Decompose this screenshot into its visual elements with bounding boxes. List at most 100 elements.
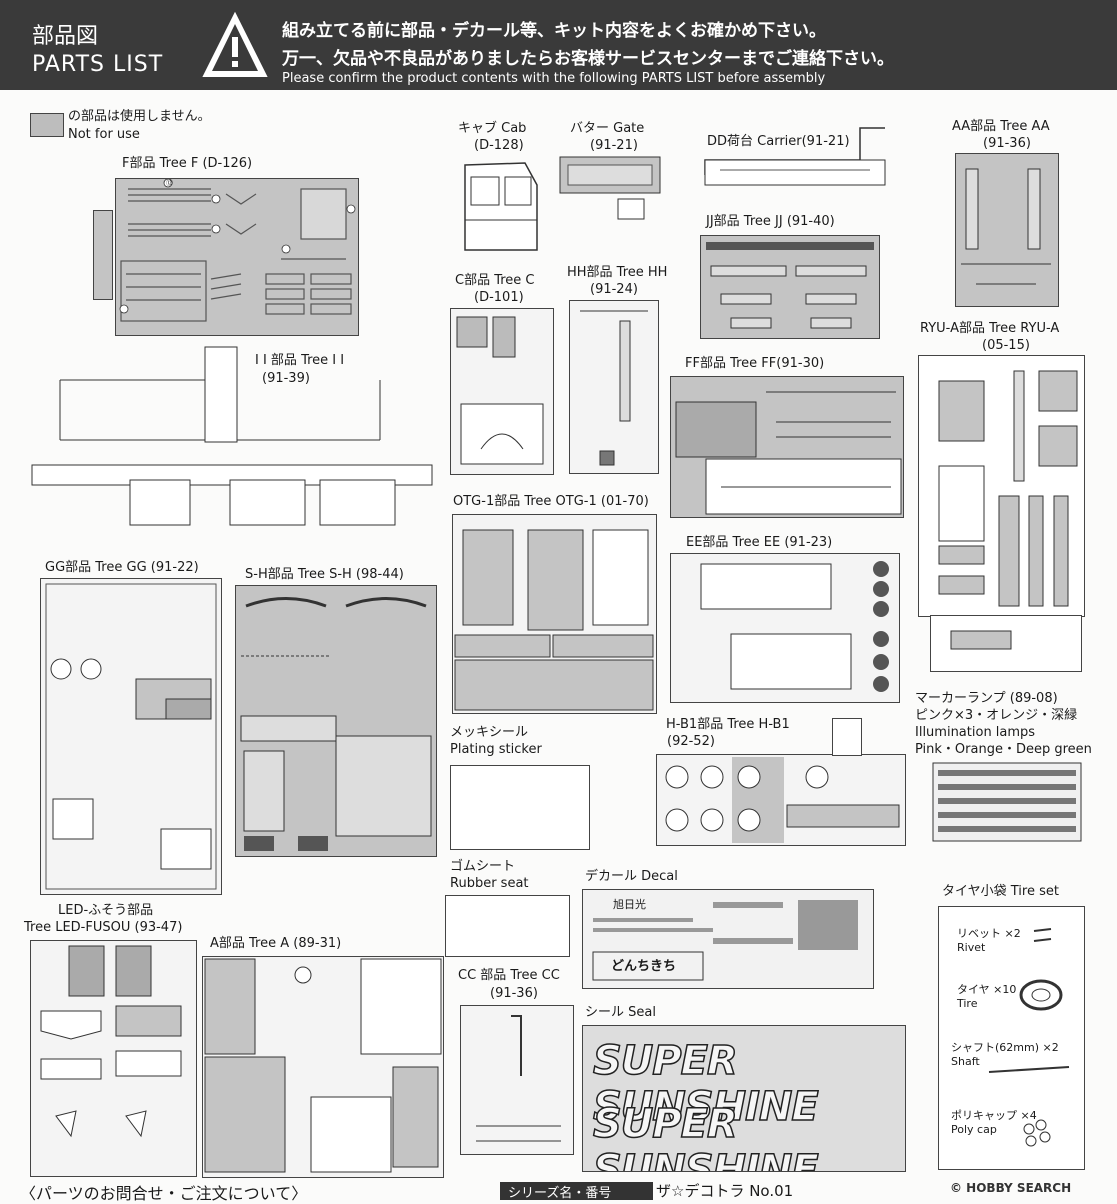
tree-ryua-lower-parts xyxy=(950,630,1012,650)
tree-a xyxy=(202,956,444,1178)
gate-part xyxy=(559,156,661,220)
tree-ff xyxy=(670,376,904,518)
shaft-label-en: Shaft xyxy=(951,1055,980,1068)
label-tree-hh-1: HH部品 Tree HH xyxy=(567,265,668,280)
label-tree-ii-2: (91-39) xyxy=(262,371,310,386)
label-tireset: タイヤ小袋 Tire set xyxy=(942,884,1059,899)
title-en: PARTS LIST xyxy=(32,52,164,77)
unused-swatch xyxy=(30,113,64,137)
label-tree-c-1: C部品 Tree C xyxy=(455,273,535,288)
inquiry-heading: 〈パーツのお問合せ・ご注文について〉 xyxy=(20,1184,308,1203)
tree-ryua-parts xyxy=(938,370,1078,607)
rubber-seat xyxy=(445,895,570,957)
label-decal: デカール Decal xyxy=(585,869,678,884)
tree-ee-parts xyxy=(700,561,889,692)
label-tree-aa-2: (91-36) xyxy=(983,136,1031,151)
label-cab-2: (D-128) xyxy=(474,138,524,153)
decal-sheet: 旭日光 どんちきち xyxy=(582,889,874,989)
label-tree-jj: JJ部品 Tree JJ (91-40) xyxy=(706,214,835,229)
plating-sticker xyxy=(450,765,590,850)
label-cab-1: キャブ Cab xyxy=(458,121,527,136)
seal-sheet: SUPER SUNSHINE SUPER SUNSHINE xyxy=(582,1025,906,1172)
tree-f-runner xyxy=(93,210,113,300)
seal-text-1: SUPER SUNSHINE xyxy=(592,1037,819,1131)
label-tree-a: A部品 Tree A (89-31) xyxy=(210,936,342,951)
tree-a-parts xyxy=(204,958,442,1173)
decal-graphics xyxy=(592,900,858,981)
footer: 〈パーツのお問合せ・ご注文について〉 シリーズ名・番号 ザ☆デコトラ No.01 xyxy=(0,1178,1117,1203)
legend-en: Not for use xyxy=(68,127,140,142)
tree-ryua-lower xyxy=(930,615,1082,672)
label-marker-1: マーカーランプ (89-08) xyxy=(915,691,1058,706)
label-marker-2: ピンク×3・オレンジ・深緑 xyxy=(915,708,1078,723)
label-marker-4: Pink・Orange・Deep green xyxy=(915,742,1092,757)
label-rubber-2: Rubber seat xyxy=(450,876,529,891)
label-tree-ryua-1: RYU-A部品 Tree RYU-A xyxy=(920,321,1060,336)
tree-hb1 xyxy=(656,754,906,846)
label-seal: シール Seal xyxy=(585,1005,656,1020)
tree-ryua xyxy=(918,355,1085,617)
tree-sh xyxy=(235,585,437,857)
svg-text:⑫: ⑫ xyxy=(166,179,173,187)
label-tree-ee: EE部品 Tree EE (91-23) xyxy=(686,535,833,550)
label-plating-2: Plating sticker xyxy=(450,742,542,757)
watermark: © HOBBY SEARCH xyxy=(950,1181,1072,1195)
label-tree-otg: OTG-1部品 Tree OTG-1 (01-70) xyxy=(453,494,649,509)
label-tree-ff: FF部品 Tree FF(91-30) xyxy=(685,356,825,371)
tree-hh xyxy=(569,300,659,474)
tree-jj xyxy=(700,235,880,339)
tire-set-box: リベット ×2 Rivet タイヤ ×10 Tire シャフト(62mm) ×2… xyxy=(938,906,1085,1170)
illumination-lamps xyxy=(932,762,1082,842)
tree-f-parts: ⑫ xyxy=(119,178,356,322)
label-tree-hb1-2: (92-52) xyxy=(667,734,715,749)
warning-line-1: 組み立てる前に部品・デカール等、キット内容をよくお確かめ下さい。 xyxy=(282,21,826,41)
warning-line-2: 万一、欠品や不良品がありましたらお客様サービスセンターまでご連絡下さい。 xyxy=(282,49,894,69)
tree-jj-parts xyxy=(706,242,874,329)
decal-text-1: 旭日光 xyxy=(613,898,646,911)
carrier-part xyxy=(704,127,886,186)
label-gate-1: バター Gate xyxy=(570,121,645,136)
tree-ee xyxy=(670,553,900,703)
label-rubber-1: ゴムシート xyxy=(450,859,516,874)
tree-hh-parts xyxy=(580,310,648,466)
tree-led-fusou xyxy=(30,940,197,1177)
polycap-label-en: Poly cap xyxy=(951,1123,997,1136)
title-jp: 部品図 xyxy=(32,24,99,49)
label-tree-f: F部品 Tree F (D-126) xyxy=(122,156,253,171)
shaft-label-jp: シャフト(62mm) ×2 xyxy=(951,1041,1059,1054)
tree-c-parts xyxy=(456,316,544,465)
label-tree-aa-1: AA部品 Tree AA xyxy=(952,119,1050,134)
decal-text-2: どんちきち xyxy=(611,959,677,974)
warning-english: Please confirm the product contents with… xyxy=(282,71,826,86)
tire-label-en: Tire xyxy=(957,997,978,1010)
label-led-2: Tree LED-FUSOU (93-47) xyxy=(24,920,183,935)
tree-sh-parts xyxy=(240,597,432,851)
tree-c xyxy=(450,308,554,475)
label-tree-ii-1: I I 部品 Tree I I xyxy=(255,353,345,368)
tree-f: ⑫ xyxy=(115,178,359,336)
label-marker-3: Illumination lamps xyxy=(915,725,1036,740)
tree-hb1-parts xyxy=(665,757,900,843)
header-banner: 部品図 PARTS LIST 組み立てる前に部品・デカール等、キット内容をよくお… xyxy=(0,0,1117,90)
tree-otg xyxy=(452,514,657,714)
label-tree-cc-1: CC 部品 Tree CC xyxy=(458,968,560,983)
tree-cc xyxy=(460,1005,574,1155)
tree-aa xyxy=(955,153,1059,307)
label-carrier: DD荷台 Carrier(91-21) xyxy=(707,134,850,149)
label-led-1: LED-ふそう部品 xyxy=(58,903,154,918)
tire-set-graphics xyxy=(988,928,1070,1147)
label-tree-cc-2: (91-36) xyxy=(490,986,538,1001)
series-label: シリーズ名・番号 xyxy=(500,1182,653,1201)
legend-jp: の部品は使用しません。 xyxy=(68,109,211,124)
label-tree-hh-2: (91-24) xyxy=(590,282,638,297)
label-tree-c-2: (D-101) xyxy=(474,290,524,305)
tree-cc-parts xyxy=(476,1015,561,1142)
series-value: ザ☆デコトラ No.01 xyxy=(656,1182,794,1200)
hino-emblem xyxy=(832,718,862,756)
tree-gg-parts xyxy=(45,583,217,890)
tree-gg xyxy=(40,578,222,895)
label-tree-sh: S-H部品 Tree S-H (98-44) xyxy=(245,567,404,582)
tree-aa-parts xyxy=(961,168,1051,285)
tree-led-parts xyxy=(40,945,182,1138)
tire-label-jp: タイヤ ×10 xyxy=(957,983,1017,996)
